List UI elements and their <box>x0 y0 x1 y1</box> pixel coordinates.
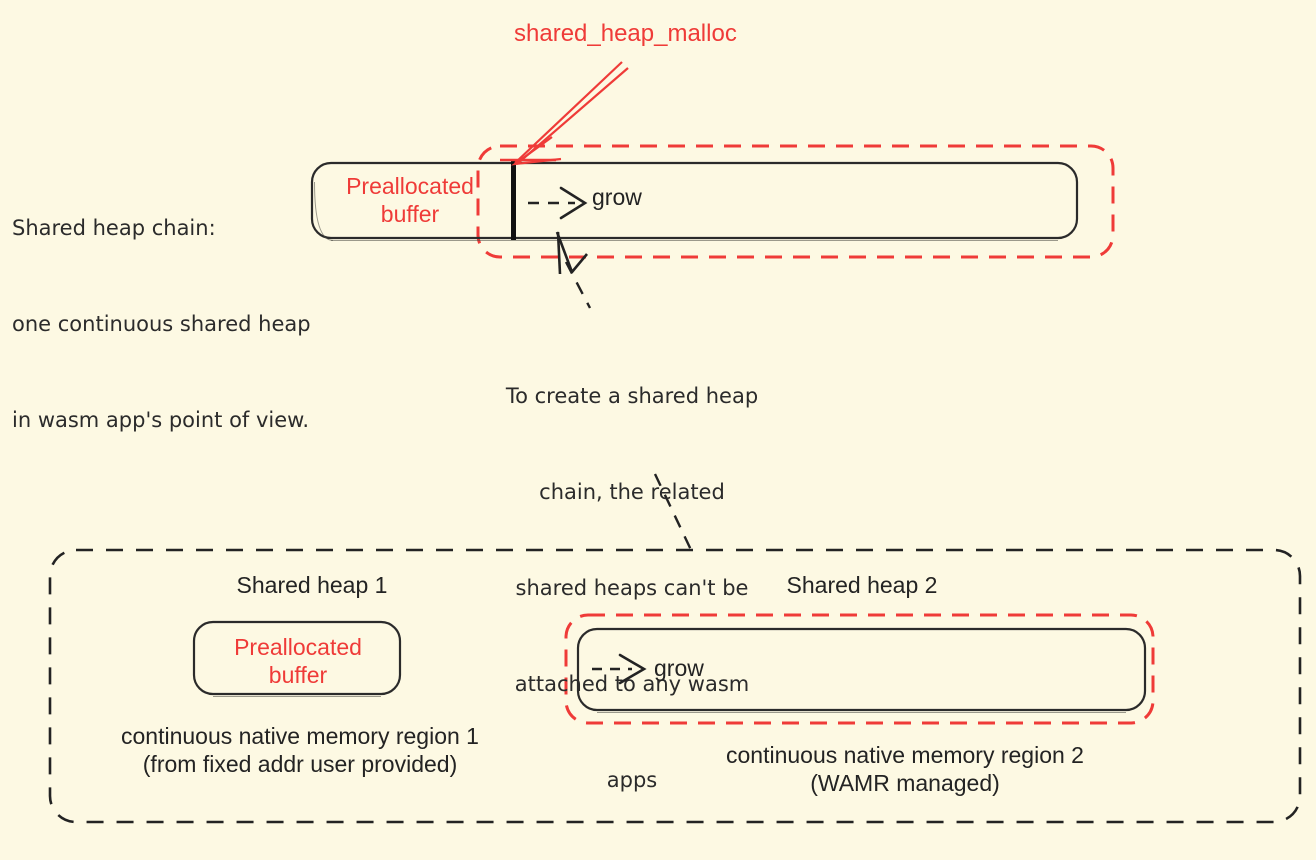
shared-heap-chain-note-line-1: Shared heap chain: <box>12 216 216 240</box>
chain-note-leader-upper <box>564 261 592 309</box>
top-red-dashed-region <box>476 144 1115 259</box>
native-memory-region-2-caption: continuous native memory region 2 (WAMR … <box>726 742 1084 796</box>
shared-heap-1-title: Shared heap 1 <box>236 572 388 598</box>
top-grow-label: grow <box>592 184 642 210</box>
constraint-note-line-2: chain, the related <box>539 480 725 504</box>
shared-heap-2-title: Shared heap 2 <box>786 572 938 598</box>
constraint-note-line-5: apps <box>606 768 658 792</box>
diagram-vector-layer <box>48 61 1302 824</box>
shared-heap-chain-note-line-3: in wasm app's point of view. <box>12 408 310 432</box>
shared-heap-1-box <box>192 620 402 696</box>
top-grow-arrow-head <box>559 186 588 220</box>
top-bar-left-shadow-stroke <box>314 181 334 241</box>
shared-heap-2-box <box>576 627 1147 712</box>
shared-heap-malloc-label: shared_heap_malloc <box>514 20 737 47</box>
native-memory-region-1-caption: continuous native memory region 1 (from … <box>121 723 479 777</box>
top-shared-heap-bar <box>310 161 1079 240</box>
constraint-note-line-4: attached to any wasm <box>514 672 750 696</box>
constraint-note-line-3: shared heaps can't be <box>515 576 749 600</box>
shared-heap-chain-constraint-note: To create a shared heap chain, the relat… <box>488 316 776 860</box>
shared-heap-2-grow-label: grow <box>654 655 704 681</box>
constraint-note-line-1: To create a shared heap <box>505 384 759 408</box>
bottom-grow-arrow-head <box>618 653 647 685</box>
top-preallocated-buffer-label: Preallocated buffer <box>346 173 474 227</box>
diagram-canvas: shared_heap_malloc Shared heap chain: on… <box>12 20 1302 824</box>
chain-note-arrow-stem <box>556 231 562 275</box>
shared-heap-chain-note-line-2: one continuous shared heap <box>12 312 311 336</box>
shared-heap-1-preallocated-buffer-label: Preallocated buffer <box>234 634 362 688</box>
malloc-leader-line-a <box>514 61 623 164</box>
shared-heap-chain-note: Shared heap chain: one continuous shared… <box>12 148 311 500</box>
chain-note-leader-lower <box>653 473 694 553</box>
